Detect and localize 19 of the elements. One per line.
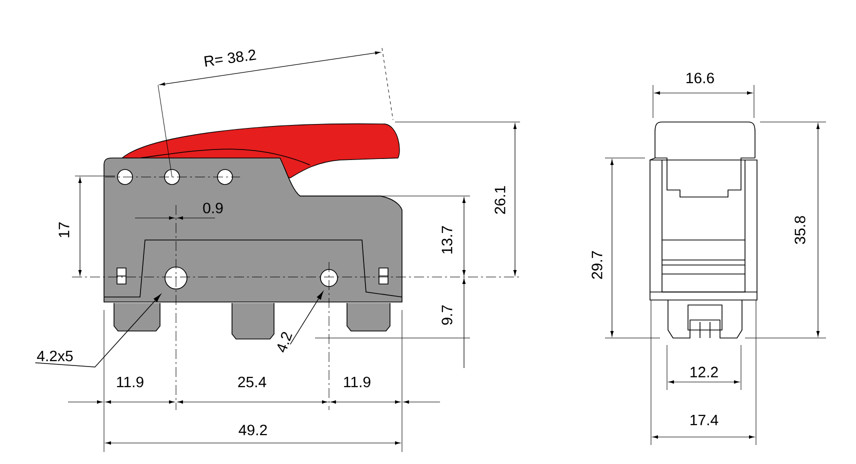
dimension-label: 25.4: [238, 376, 266, 388]
dimension-label: 49.2: [238, 424, 267, 436]
leader-line: [34, 294, 161, 368]
dimension-label: 16.6: [686, 72, 714, 84]
dimension-label: 17: [58, 222, 70, 238]
dimension-label: 13.7: [442, 226, 452, 254]
dimension-label: 4.2x5: [37, 350, 73, 362]
dimension-label: R= 38.2: [204, 50, 256, 67]
dimension-label: 35.8: [794, 216, 806, 244]
dimension-label: 11.9: [344, 376, 370, 388]
dimension-label: 0.9: [203, 202, 223, 214]
dimension-label: 11.9: [117, 376, 144, 388]
leader-line: [290, 291, 324, 345]
dimension-label: 9.7: [442, 305, 452, 325]
dimension-label: 26.1: [494, 186, 506, 214]
dimension-label: 29.7: [592, 251, 602, 279]
dimension-label: 4.2: [277, 332, 292, 352]
dimension-label: 17.4: [690, 414, 718, 426]
dimension-label: 12.2: [690, 366, 718, 378]
